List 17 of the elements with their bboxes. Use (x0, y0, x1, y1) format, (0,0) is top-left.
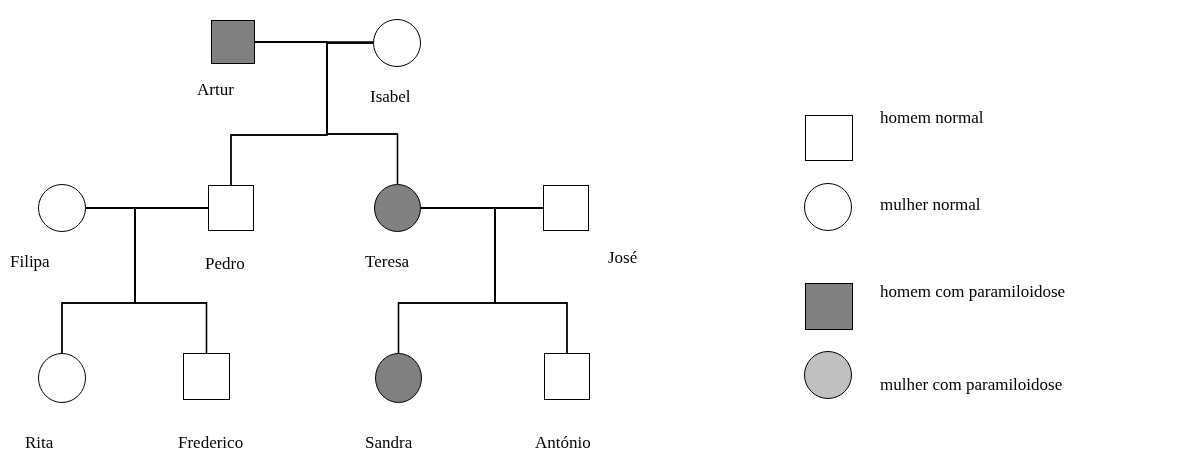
person-name: Filipa (10, 252, 50, 272)
person-name: Teresa (365, 252, 410, 272)
person-name: Pedro (205, 254, 245, 274)
descent-line (494, 207, 568, 354)
person-name: Artur (197, 80, 234, 100)
person-name: Rita (25, 433, 54, 453)
legend-text: homem com paramiloidose (880, 282, 1066, 302)
person-name: Frederico (178, 433, 244, 453)
person-name: José (608, 248, 638, 268)
descent-line (326, 42, 399, 185)
descent-line (134, 207, 209, 354)
person-name: Isabel (370, 87, 411, 107)
person-name: António (535, 433, 591, 453)
legend-text: mulher normal (880, 195, 981, 215)
person-name: Sandra (365, 433, 413, 453)
legend-text: mulher com paramiloidose (880, 375, 1063, 395)
legend-text: homem normal (880, 108, 984, 128)
